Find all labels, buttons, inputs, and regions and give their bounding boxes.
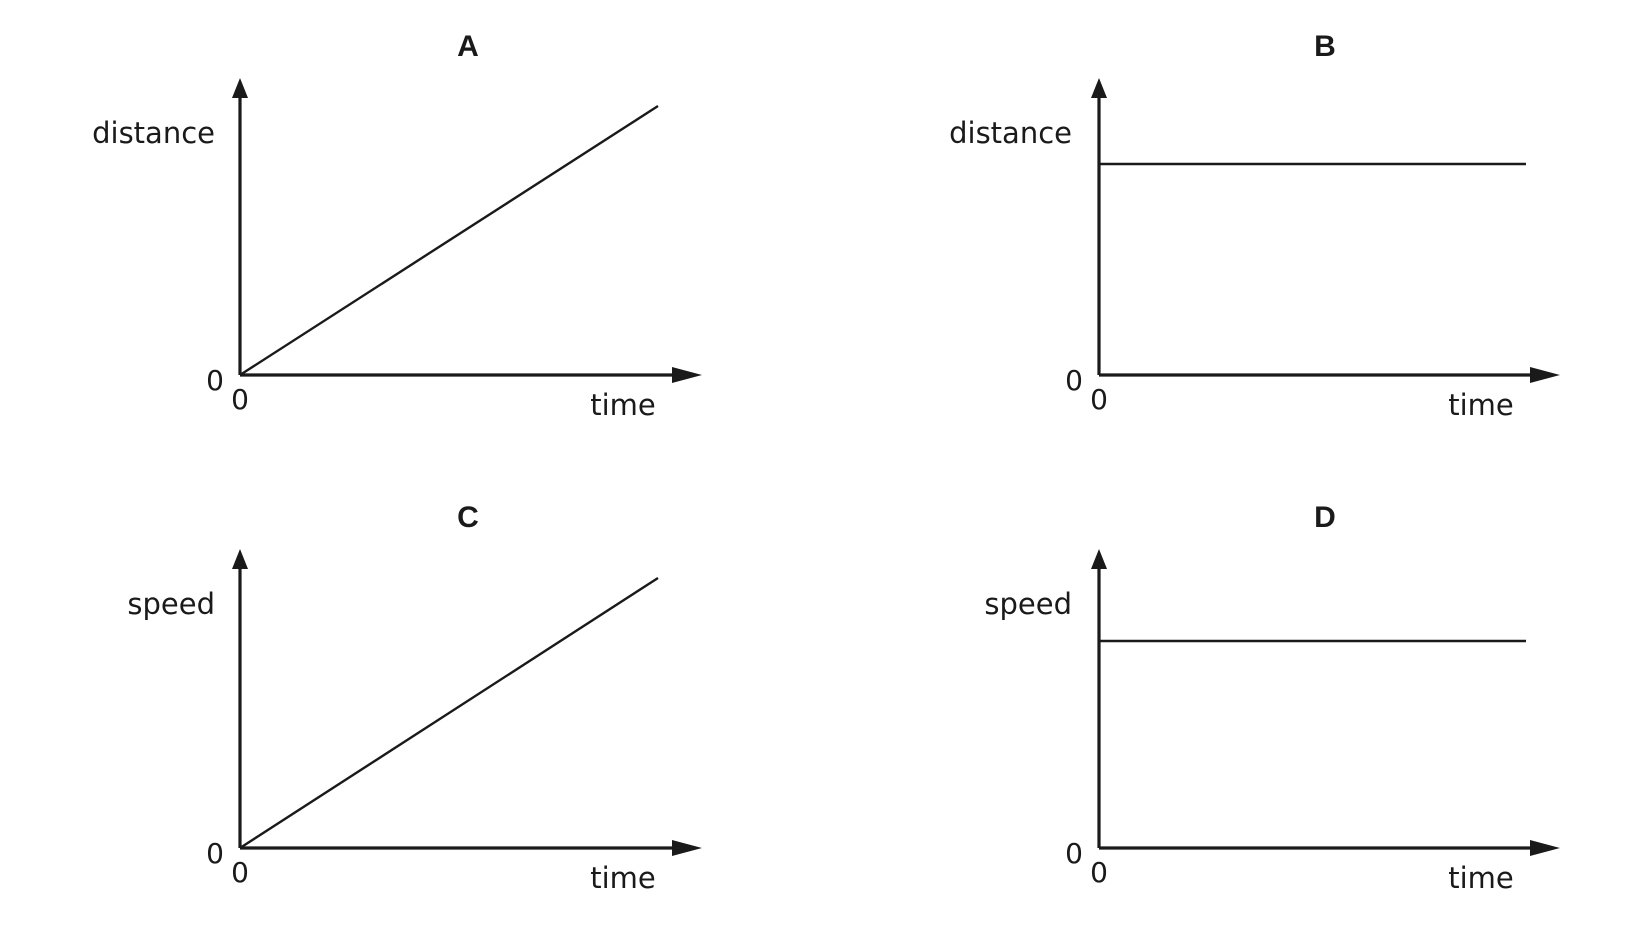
- graph-title: A: [457, 30, 479, 63]
- x-origin-label: 0: [231, 383, 249, 416]
- y-axis-arrow-icon: [1091, 549, 1107, 569]
- data-line: [239, 104, 659, 377]
- graph-title: D: [1314, 501, 1336, 534]
- y-axis-label: speed: [984, 587, 1072, 621]
- x-axis-arrow-icon: [672, 367, 702, 383]
- y-axis-label: distance: [949, 116, 1072, 150]
- x-axis-label: time: [1448, 861, 1514, 895]
- y-axis-label: distance: [92, 116, 215, 150]
- x-origin-label: 0: [1090, 856, 1108, 889]
- y-origin-label: 0: [206, 837, 224, 870]
- y-axis-arrow-icon: [232, 78, 248, 98]
- graph-b: B distance 0 0 time: [949, 30, 1560, 422]
- x-axis-label: time: [1448, 388, 1514, 422]
- graph-d: D speed 0 0 time: [984, 501, 1560, 895]
- x-origin-label: 0: [231, 856, 249, 889]
- graph-title: B: [1314, 30, 1336, 63]
- y-origin-label: 0: [206, 364, 224, 397]
- y-axis-arrow-icon: [1091, 78, 1107, 98]
- x-axis-label: time: [590, 861, 656, 895]
- graph-title: C: [457, 501, 479, 534]
- graph-a: A distance 0 0 time: [92, 30, 702, 422]
- x-axis-arrow-icon: [1530, 840, 1560, 856]
- x-origin-label: 0: [1090, 383, 1108, 416]
- x-axis-arrow-icon: [1530, 367, 1560, 383]
- y-origin-label: 0: [1065, 837, 1083, 870]
- x-axis-arrow-icon: [672, 840, 702, 856]
- y-axis-arrow-icon: [232, 549, 248, 569]
- graph-c: C speed 0 0 time: [127, 501, 702, 895]
- y-origin-label: 0: [1065, 364, 1083, 397]
- data-line: [239, 576, 659, 850]
- x-axis-label: time: [590, 388, 656, 422]
- y-axis-label: speed: [127, 587, 215, 621]
